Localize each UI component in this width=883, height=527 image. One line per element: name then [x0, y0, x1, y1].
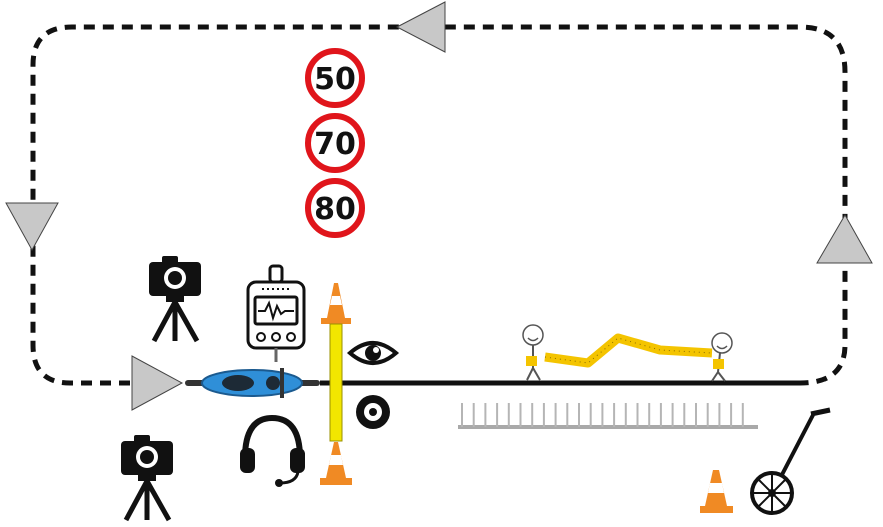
- headset-icon: [240, 414, 305, 487]
- traffic-cone-icon: [320, 442, 352, 485]
- sound-icon: [356, 395, 390, 429]
- camera-tripod-icon: [121, 435, 173, 522]
- loop-path: [30, 24, 848, 386]
- direction-arrow-icon: [5, 202, 59, 252]
- direction-arrow-icon: [131, 355, 184, 411]
- speed-sign-label: 80: [314, 192, 356, 227]
- camera-tripod-icon: [149, 256, 201, 343]
- eye-icon: [346, 341, 400, 365]
- data-logger-icon: [246, 264, 306, 362]
- measuring-tape-people-icon: [522, 324, 733, 382]
- speed-sign-label: 50: [314, 62, 356, 97]
- speed-sign-70: 70: [305, 113, 365, 173]
- speed-sign-50: 50: [305, 48, 365, 108]
- motorcycle-icon: [185, 368, 320, 398]
- direction-arrow-icon: [395, 1, 446, 53]
- traffic-cone-icon: [700, 470, 733, 513]
- speed-sign-80: 80: [305, 178, 365, 238]
- measuring-wheel-icon: [750, 407, 831, 515]
- fence-icon: [458, 403, 758, 429]
- timing-gate-pole: [329, 323, 343, 442]
- speed-sign-label: 70: [314, 127, 356, 162]
- traffic-cone-icon: [321, 283, 351, 324]
- direction-arrow-icon: [816, 213, 873, 264]
